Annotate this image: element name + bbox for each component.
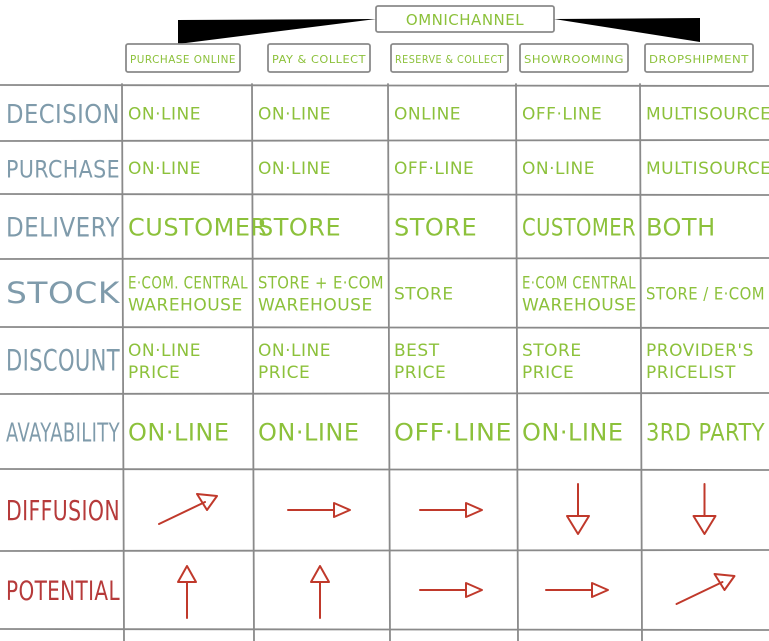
- column-header-showrooming: SHOWROOMING: [524, 54, 624, 66]
- cell-discount-5: PROVIDER'S: [646, 341, 754, 361]
- cell-stock-5: STORE / E·COM: [646, 284, 765, 304]
- cell-purchase-4: ON·LINE: [522, 159, 595, 179]
- cell-avayability-1: ON·LINE: [128, 419, 230, 447]
- cell-delivery-3: STORE: [394, 214, 477, 242]
- cell-discount-2: ON·LINE: [258, 341, 331, 361]
- grid-row-line: [0, 628, 769, 631]
- cell-avayability-2: ON·LINE: [258, 419, 360, 447]
- grid-col-line: [515, 83, 519, 641]
- column-header-dropshipment: DROPSHIPMENT: [649, 54, 749, 66]
- row-label-stock: STOCK: [6, 276, 121, 310]
- cell-discount-2: PRICE: [258, 363, 310, 383]
- arrow-up-right-icon: [158, 493, 218, 525]
- row-label-purchase: PURCHASE: [6, 156, 120, 184]
- tree-connector: [178, 19, 376, 44]
- arrow-down-icon: [566, 483, 590, 535]
- cell-delivery-5: BOTH: [646, 214, 716, 242]
- grid-row-line: [0, 139, 769, 142]
- cell-stock-1: WAREHOUSE: [128, 295, 243, 315]
- cell-stock-4: E·COM CENTRAL: [522, 273, 636, 293]
- cell-delivery-4: CUSTOMER: [522, 214, 636, 242]
- cell-purchase-2: ON·LINE: [258, 159, 331, 179]
- cell-avayability-5: 3RD PARTY: [646, 419, 765, 447]
- cell-discount-1: PRICE: [128, 363, 180, 383]
- row-label-delivery: DELIVERY: [6, 213, 120, 244]
- cell-decision-1: ON·LINE: [128, 104, 201, 124]
- table-cells: DECISION ON·LINE ON·LINE ONLINE OFF·LINE MULT…: [6, 100, 769, 619]
- cell-delivery-1: CUSTOMER: [128, 214, 268, 242]
- column-header-box: [390, 43, 509, 73]
- arrow-right-icon: [287, 502, 351, 518]
- cell-decision-4: OFF·LINE: [522, 104, 602, 124]
- cell-delivery-2: STORE: [258, 214, 341, 242]
- arrow-down-icon: [692, 483, 717, 535]
- cell-decision-3: ONLINE: [394, 104, 461, 124]
- row-label-avayability: AVAYABILITY: [6, 419, 120, 449]
- column-header-box: [644, 43, 754, 73]
- cell-discount-3: PRICE: [394, 363, 446, 383]
- cell-decision-2: ON·LINE: [258, 104, 331, 124]
- grid-row-line: [0, 549, 769, 552]
- cell-purchase-1: ON·LINE: [128, 159, 201, 179]
- cell-discount-4: PRICE: [522, 363, 574, 383]
- cell-stock-1: E·COM. CENTRAL: [128, 273, 248, 293]
- arrow-right-icon: [545, 582, 609, 598]
- cell-discount-1: ON·LINE: [128, 341, 201, 361]
- grid-col-line: [639, 83, 643, 641]
- cell-decision-5: MULTISOURCE: [646, 104, 769, 124]
- grid-row-line: [0, 84, 769, 87]
- column-header-box: [519, 43, 629, 73]
- root-label: OMNICHANNEL: [406, 11, 524, 29]
- grid-row-line: [0, 326, 769, 329]
- grid-row-line: [0, 468, 769, 471]
- cell-discount-5: PRICELIST: [646, 363, 736, 383]
- cell-purchase-3: OFF·LINE: [394, 159, 474, 179]
- tree-connector: [554, 18, 700, 42]
- row-label-discount: DISCOUNT: [6, 344, 120, 378]
- column-header-pay-collect: PAY & COLLECT: [272, 54, 366, 66]
- cell-avayability-3: OFF·LINE: [394, 419, 512, 447]
- cell-stock-2: STORE + E·COM: [258, 273, 384, 293]
- row-label-diffusion: DIFFUSION: [6, 494, 120, 527]
- grid-row-line: [0, 392, 769, 395]
- cell-discount-4: STORE: [522, 341, 582, 361]
- grid-col-line: [251, 83, 255, 641]
- header-tree: OMNICHANNEL PURCHASE ONLINE PAY & COLLECT R…: [125, 5, 754, 73]
- column-header-purchase-online: PURCHASE ONLINE: [130, 54, 236, 66]
- arrow-right-icon: [419, 582, 483, 598]
- grid-lines: [0, 83, 769, 641]
- cell-discount-3: BEST: [394, 341, 440, 361]
- column-header-box: [125, 43, 241, 73]
- arrow-up-icon: [177, 565, 197, 619]
- grid-col-line: [121, 83, 125, 641]
- cell-purchase-5: MULTISOURCE: [646, 159, 769, 179]
- arrow-up-icon: [310, 565, 330, 619]
- row-label-decision: DECISION: [6, 100, 120, 130]
- grid-row-line: [0, 257, 769, 260]
- grid-row-line: [0, 193, 769, 196]
- cell-avayability-4: ON·LINE: [522, 419, 624, 447]
- grid-col-line: [387, 83, 391, 641]
- column-header-box: [267, 43, 371, 73]
- column-header-reserve-collect: RESERVE & COLLECT: [395, 54, 504, 66]
- cell-stock-4: WAREHOUSE: [522, 295, 637, 315]
- arrow-right-icon: [419, 502, 483, 518]
- cell-stock-3: STORE: [394, 284, 454, 304]
- arrow-up-right-icon: [675, 573, 736, 605]
- cell-stock-2: WAREHOUSE: [258, 295, 373, 315]
- row-label-potential: POTENTIAL: [6, 576, 120, 607]
